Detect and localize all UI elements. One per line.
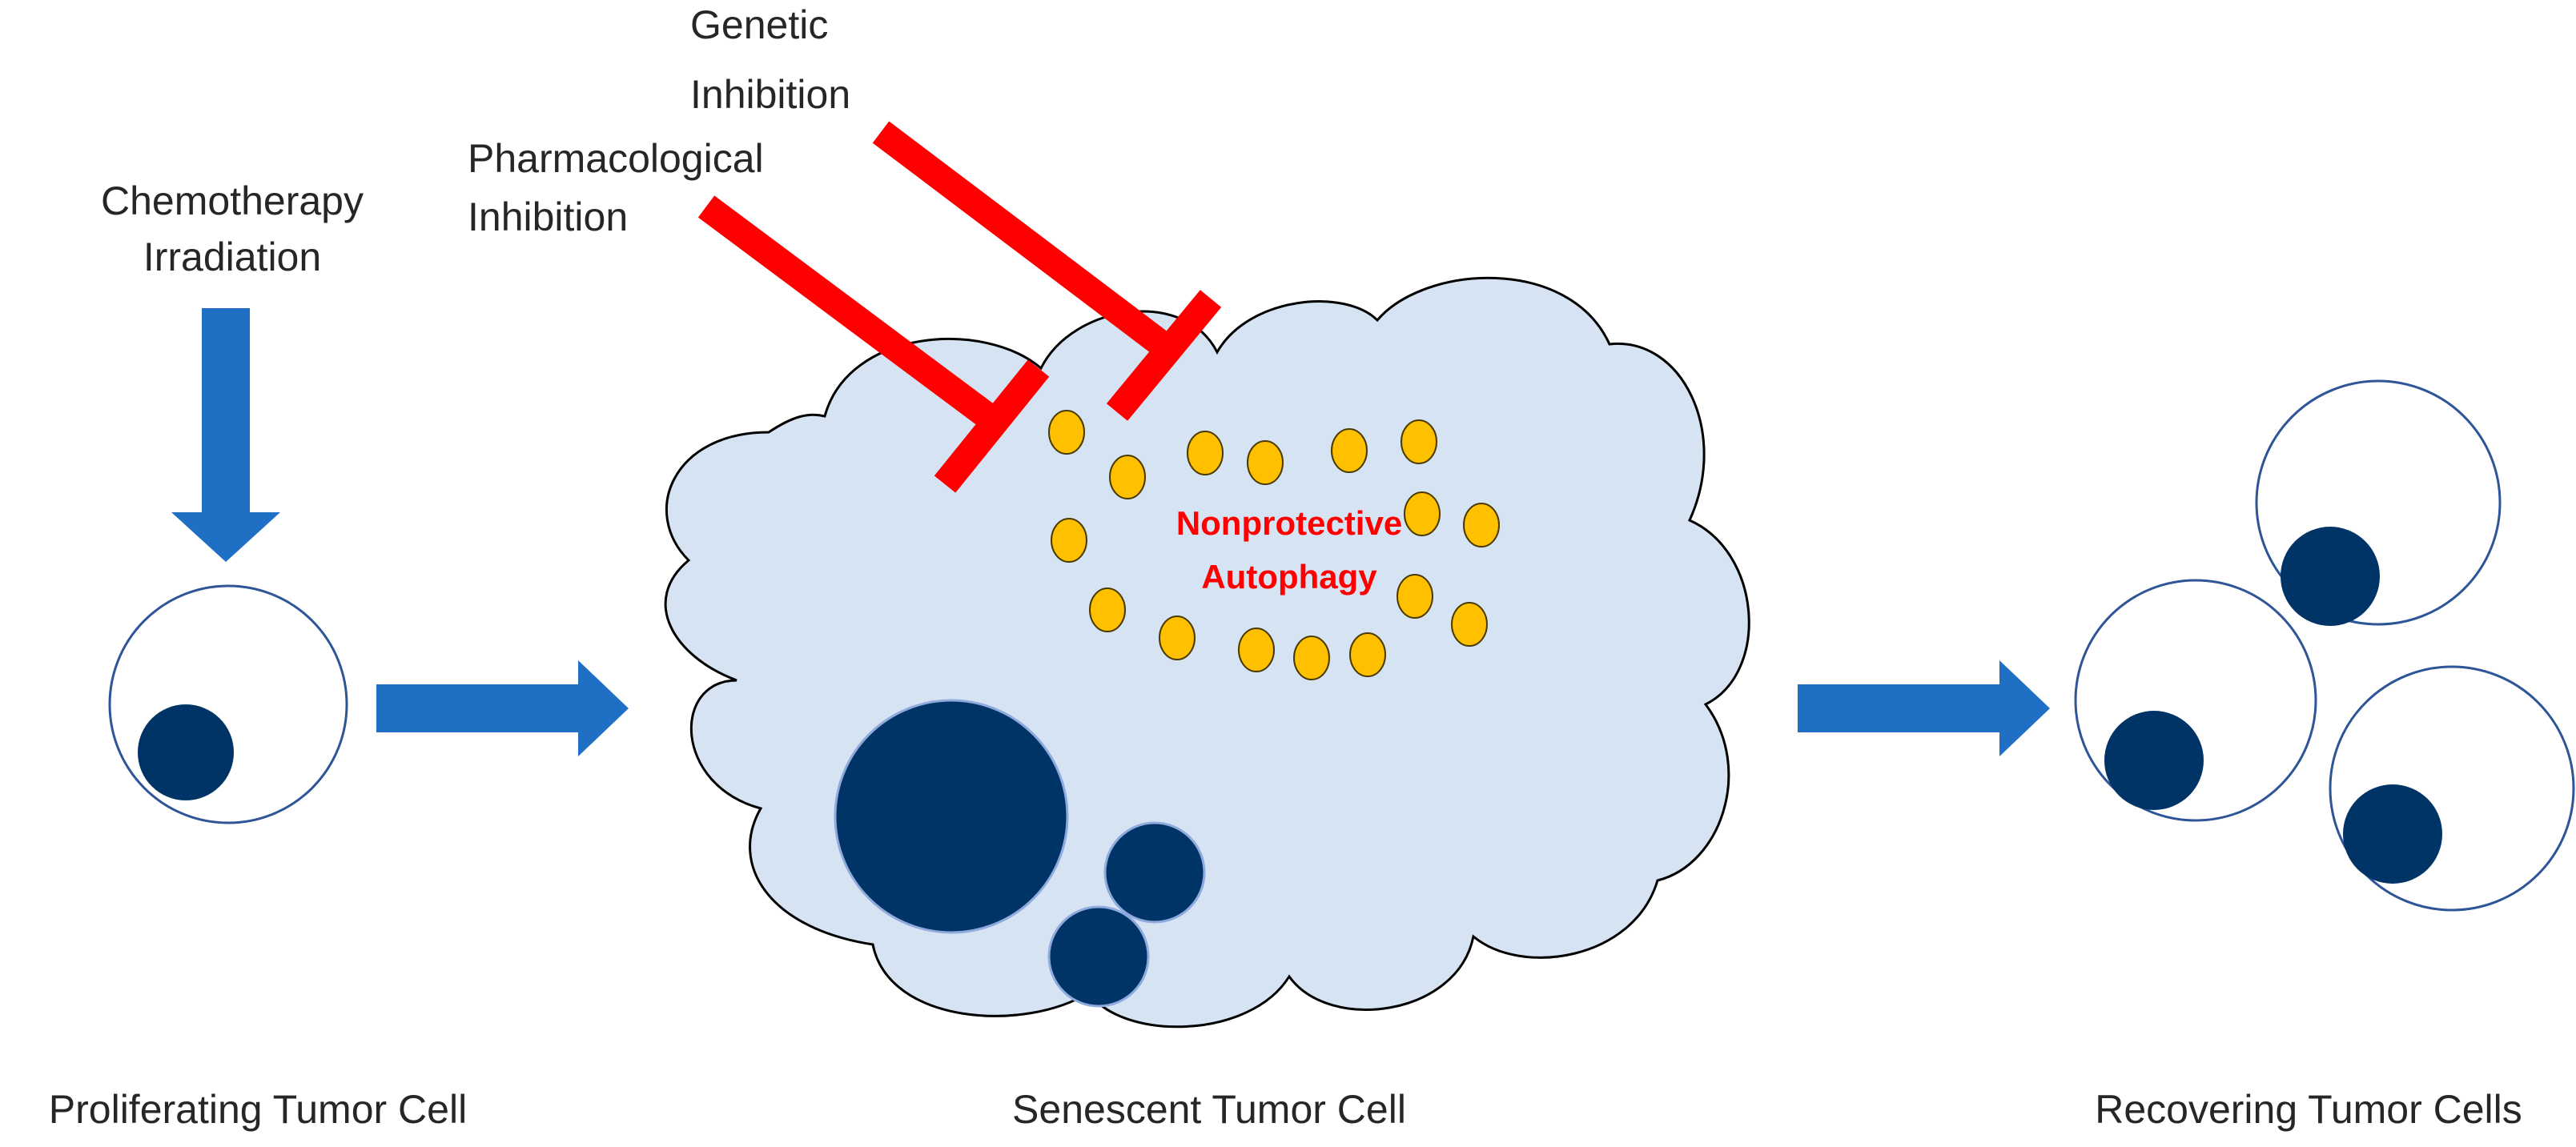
senescent-cell-body (664, 276, 1750, 1029)
proliferating-tumor-cell (108, 584, 348, 824)
autophagosome (1451, 602, 1488, 647)
stimulus-label-line1: Chemotherapy (101, 178, 364, 223)
recovering-tumor-cells (2074, 379, 2575, 912)
genetic-inhibition-head (1106, 290, 1222, 421)
autophagosome (1238, 628, 1275, 672)
autophagosome (1187, 431, 1224, 475)
autophagosome (1051, 518, 1087, 563)
pharmacological-inhibition-line1: Pharmacological (468, 136, 764, 181)
recovering-cell-1-nucleus (2281, 527, 2380, 626)
autophagy-label-line1: Nonprotective (1176, 504, 1402, 542)
autophagosome (1293, 636, 1330, 680)
autophagy-label-line2: Autophagy (1201, 558, 1377, 596)
senescent-main-nucleus (834, 699, 1069, 934)
proliferating-cell-label: Proliferating Tumor Cell (49, 1087, 467, 1132)
arrow-to-recovering (1798, 660, 2050, 756)
stimulus-down-arrow (171, 308, 280, 562)
pharmacological-inhibition-shaft (697, 195, 1002, 431)
genetic-inhibition-shaft (872, 121, 1168, 354)
autophagosome (1089, 588, 1126, 632)
autophagosome (1404, 491, 1441, 536)
autophagosome (1048, 410, 1085, 455)
pharmacological-inhibition-line2: Inhibition (468, 195, 628, 239)
autophagosome (1397, 574, 1433, 619)
arrow-to-senescent (376, 660, 629, 756)
autophagosome (1331, 428, 1368, 473)
pharmacological-inhibition-head (934, 359, 1050, 493)
senescent-small-nucleus-2 (1047, 905, 1150, 1008)
senescent-small-nucleus-1 (1103, 821, 1206, 924)
recovering-cell-3-nucleus (2343, 784, 2442, 884)
senescent-cell-label: Senescent Tumor Cell (1012, 1087, 1406, 1132)
autophagosome (1159, 616, 1196, 660)
proliferating-cell-membrane (108, 584, 348, 824)
autophagosome (1109, 455, 1146, 499)
genetic-inhibition-line1: Genetic (690, 2, 828, 47)
genetic-inhibition-line2: Inhibition (690, 72, 850, 117)
autophagosome (1349, 632, 1386, 677)
recovering-cell-2-nucleus (2104, 711, 2204, 810)
autophagosome (1463, 503, 1500, 547)
autophagosome (1401, 419, 1437, 464)
genetic-inhibition-bar (872, 121, 1222, 421)
recovering-cells-label: Recovering Tumor Cells (2095, 1087, 2522, 1132)
stimulus-label-line2: Irradiation (143, 235, 321, 279)
autophagosome-cluster (1048, 410, 1500, 680)
autophagosome (1247, 440, 1284, 485)
proliferating-cell-nucleus (138, 704, 234, 800)
pharmacological-inhibition-bar (697, 195, 1050, 493)
